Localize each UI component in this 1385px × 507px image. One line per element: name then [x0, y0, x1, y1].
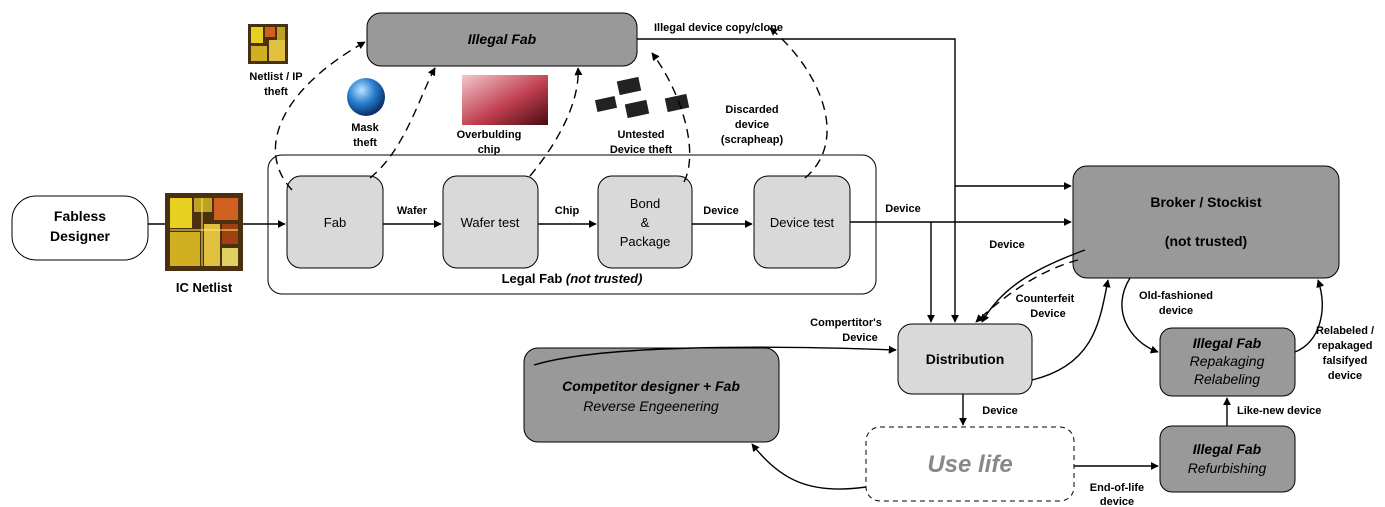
- device-edge-label-1: Device: [703, 205, 738, 217]
- relabeled-label-2: repakaged: [1317, 340, 1372, 352]
- like-new-label: Like-new device: [1237, 405, 1321, 417]
- dashed-netlist-theft-to-illegal-fab: [274, 41, 366, 191]
- device-edge-label-4: Device: [982, 405, 1017, 417]
- fabless-designer-label-2: Designer: [50, 228, 110, 244]
- counterfeit-label-1: Counterfeit: [1016, 293, 1075, 305]
- repack-title: Illegal Fab: [1193, 335, 1262, 351]
- legal-fab-main: Legal Fab: [502, 271, 566, 286]
- illegal-fab-repackaging-box: [1159, 327, 1296, 397]
- counterfeit-label-2: Device: [1030, 308, 1065, 320]
- distribution-box: [897, 323, 1033, 395]
- end-of-life-label-1: End-of-life: [1090, 482, 1144, 494]
- device-edge-label-3: Device: [989, 239, 1024, 251]
- discarded-label-2: device: [735, 119, 769, 131]
- untested-label-2: Device theft: [610, 144, 673, 156]
- broker-note: (not trusted): [1165, 233, 1247, 249]
- arrow-repackaging-to-broker: [1294, 279, 1325, 353]
- ic-netlist-label: IC Netlist: [176, 280, 233, 295]
- competitors-device-label-1: Compertitor's: [810, 317, 882, 329]
- dashed-discarded-to-illegal-fab: [769, 27, 828, 179]
- use-life-box: [865, 426, 1075, 502]
- bond-package-box: [597, 175, 693, 269]
- old-fashioned-label-1: Old-fashioned: [1139, 290, 1213, 302]
- discarded-label-1: Discarded: [725, 104, 778, 116]
- discarded-label-3: (scrapheap): [721, 134, 784, 146]
- distribution-label: Distribution: [926, 351, 1005, 367]
- mask-wafer-image: [347, 78, 385, 116]
- competitor-title: Competitor designer + Fab: [562, 378, 740, 394]
- competitor-subtitle: Reverse Engeenering: [583, 398, 719, 414]
- overbuilding-label-1: Overbulding: [457, 129, 522, 141]
- repack-line2: Relabeling: [1194, 371, 1260, 387]
- broker-stockist-box: [1072, 165, 1340, 279]
- repack-line1: Repakaging: [1190, 353, 1265, 369]
- arrow-distribution-to-broker: [1031, 279, 1111, 381]
- overbuilding-chip-image: [462, 75, 548, 125]
- competitors-device-label-2: Device: [842, 332, 877, 344]
- overbuilding-label-2: chip: [478, 144, 501, 156]
- refurb-title: Illegal Fab: [1193, 441, 1262, 457]
- chip-edge-label: Chip: [555, 205, 580, 217]
- relabeled-label-3: falsifyed: [1323, 355, 1368, 367]
- fab-box: [286, 175, 384, 269]
- arrow-broker-to-distribution: [981, 249, 1086, 323]
- fab-label: Fab: [324, 215, 346, 230]
- broker-title: Broker / Stockist: [1150, 194, 1262, 210]
- dashed-counterfeit-to-distribution: [975, 259, 1079, 323]
- bond-label-3: Package: [620, 234, 671, 249]
- bond-label-1: Bond: [630, 196, 660, 211]
- packaged-chips-image: [594, 76, 690, 119]
- wafer-test-box: [442, 175, 539, 269]
- competitor-box: [523, 347, 780, 443]
- device-edge-label-2: Device: [885, 203, 920, 215]
- fabless-designer-box: [11, 195, 149, 261]
- wafer-test-label: Wafer test: [461, 215, 520, 230]
- bond-label-2: &: [641, 215, 650, 230]
- use-life-label: Use life: [927, 451, 1012, 478]
- arrow-broker-to-repackaging: [1121, 277, 1159, 354]
- dashed-overbuilding-to-illegal-fab: [529, 67, 583, 177]
- netlist-theft-label-2: theft: [264, 86, 288, 98]
- legal-fab-label: Legal Fab (not trusted): [502, 271, 643, 286]
- arrow-competitor-to-distribution: [533, 345, 897, 366]
- relabeled-label-4: device: [1328, 370, 1362, 382]
- fabless-designer-label-1: Fabless: [54, 208, 106, 224]
- mask-theft-label-1: Mask: [351, 122, 379, 134]
- old-fashioned-label-2: device: [1159, 305, 1193, 317]
- end-of-life-label-2: device: [1100, 496, 1134, 507]
- illegal-fab-top-label: Illegal Fab: [468, 31, 537, 47]
- wafer-edge-label: Wafer: [397, 205, 428, 217]
- illegal-copy-label: Illegal device copy/clone: [654, 22, 783, 34]
- netlist-theft-label-1: Netlist / IP: [249, 71, 302, 83]
- untested-label-1: Untested: [617, 129, 664, 141]
- netlist-ip-image: [248, 24, 288, 64]
- arrow-illegal-copy-to-distribution: [637, 38, 959, 323]
- mask-theft-label-2: theft: [353, 137, 377, 149]
- relabeled-label-1: Relabeled /: [1316, 325, 1374, 337]
- dashed-mask-theft-to-illegal-fab: [369, 67, 436, 179]
- dashed-untested-to-illegal-fab: [651, 52, 691, 183]
- arrow-use-life-to-competitor: [751, 443, 867, 490]
- legal-fab-qualifier: (not trusted): [566, 271, 643, 286]
- device-test-label: Device test: [770, 215, 835, 230]
- illegal-fab-refurbishing-box: [1159, 425, 1296, 493]
- refurb-subtitle: Refurbishing: [1188, 460, 1267, 476]
- ic-netlist-image: [165, 193, 243, 271]
